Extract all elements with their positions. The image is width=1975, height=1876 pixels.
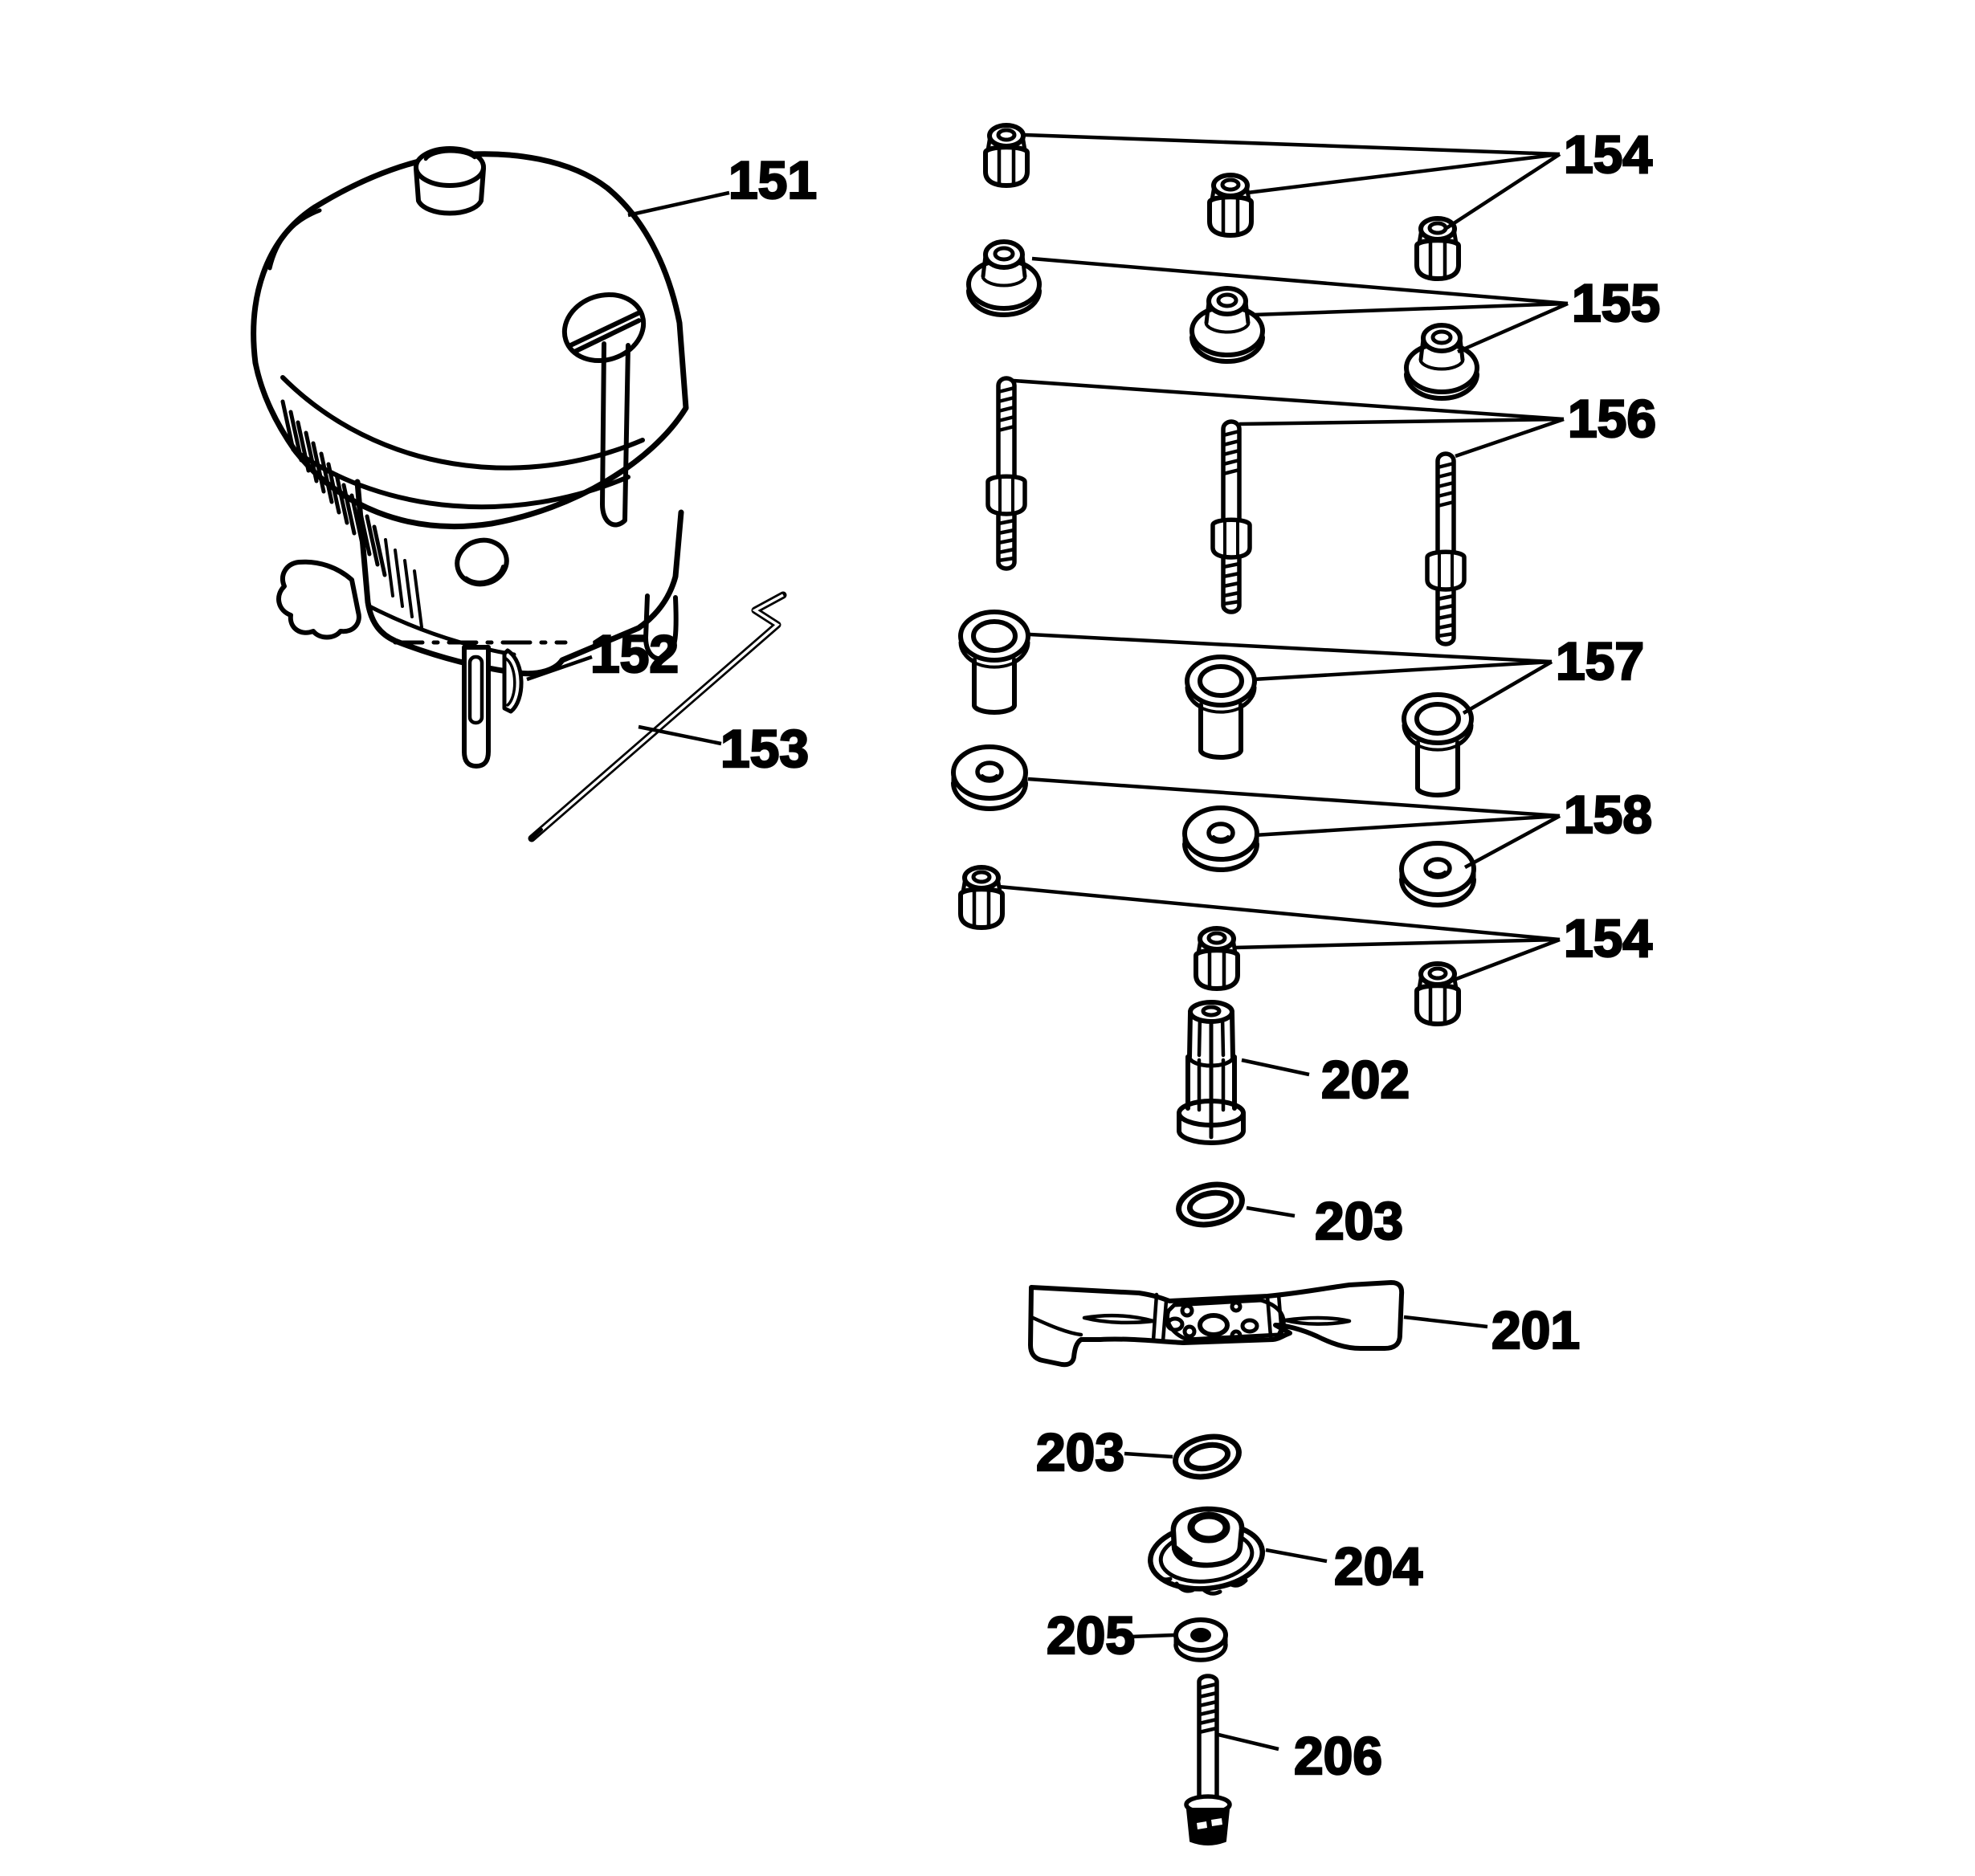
callout-203: 203 xyxy=(1246,1190,1404,1251)
callout-158: 158 xyxy=(1027,777,1653,869)
callout-203: 203 xyxy=(1035,1421,1173,1482)
mower-blade xyxy=(1030,1283,1402,1364)
callout-202: 202 xyxy=(1241,1049,1410,1110)
part-number-label: 151 xyxy=(728,150,817,210)
lock-nut xyxy=(961,867,1002,928)
leader-line xyxy=(1254,814,1561,838)
lock-nut xyxy=(1417,218,1459,279)
leader-line xyxy=(1233,937,1561,950)
stud xyxy=(1213,422,1250,612)
part-number-label: 203 xyxy=(1315,1191,1403,1250)
leader-line xyxy=(998,884,1561,942)
part-number-label: 202 xyxy=(1321,1050,1410,1109)
part-number-label: 203 xyxy=(1036,1422,1124,1482)
leader-line xyxy=(1031,256,1569,306)
callout-153: 153 xyxy=(638,718,810,779)
lock-nut xyxy=(985,125,1027,186)
flanged-sleeve xyxy=(1404,695,1471,795)
flange-spacer xyxy=(1406,325,1477,398)
leader-line xyxy=(1124,1451,1173,1459)
leader-line xyxy=(1457,301,1569,354)
part-number-label: 155 xyxy=(1572,273,1660,332)
part-number-label: 157 xyxy=(1556,631,1644,691)
leader-line xyxy=(1252,659,1553,682)
callouts-layer: 151 152 153 154 155 156 157 158 154 202 203 201 203 2… xyxy=(526,124,1661,1786)
lock-nut xyxy=(1196,928,1238,989)
blade-bolt xyxy=(1186,1676,1230,1844)
part-number-label: 158 xyxy=(1564,785,1652,844)
leader-line xyxy=(638,724,722,746)
leader-line xyxy=(1252,301,1569,317)
stud xyxy=(1427,454,1464,644)
flat-washer xyxy=(1185,808,1257,870)
callout-157: 157 xyxy=(1029,630,1645,715)
part-number-label: 201 xyxy=(1491,1300,1580,1360)
callout-206: 206 xyxy=(1218,1725,1383,1786)
flat-washer xyxy=(953,747,1026,809)
leader-line xyxy=(1218,1732,1279,1752)
flanged-sleeve xyxy=(961,612,1028,712)
lock-nut xyxy=(1210,175,1251,235)
leader-line xyxy=(1013,378,1565,422)
callout-155: 155 xyxy=(1031,256,1661,354)
part-number-label: 152 xyxy=(590,624,679,683)
flanged-sleeve xyxy=(1187,657,1255,757)
callout-154: 154 xyxy=(1024,124,1654,230)
leader-line xyxy=(1130,1633,1175,1639)
part-number-label: 206 xyxy=(1294,1726,1382,1785)
lock-nut xyxy=(1417,964,1459,1024)
part-number-label: 154 xyxy=(1564,124,1652,184)
blade-adapter xyxy=(1179,1002,1243,1143)
callout-156: 156 xyxy=(1013,378,1657,459)
leader-line xyxy=(1265,1548,1328,1564)
callout-154: 154 xyxy=(998,884,1654,985)
leader-line xyxy=(1238,417,1565,426)
stud xyxy=(988,378,1025,569)
crankshaft-and-key xyxy=(395,642,565,766)
parts-layer xyxy=(254,125,1477,1844)
callout-152: 152 xyxy=(526,623,679,684)
o-ring xyxy=(1172,1431,1243,1482)
flange-spacer xyxy=(969,242,1039,315)
leader-line xyxy=(1455,417,1565,459)
leader-line xyxy=(1463,814,1561,869)
flat-washer xyxy=(1402,843,1474,905)
blade-washer xyxy=(1176,1620,1226,1660)
leader-line xyxy=(1024,133,1561,157)
leader-line xyxy=(1246,1205,1296,1218)
callout-201: 201 xyxy=(1403,1299,1581,1360)
callout-204: 204 xyxy=(1265,1535,1424,1597)
part-number-label: 204 xyxy=(1334,1536,1422,1596)
engine-assembly xyxy=(254,149,686,674)
callout-151: 151 xyxy=(627,149,818,218)
leader-line xyxy=(1445,937,1561,985)
part-number-label: 156 xyxy=(1568,389,1656,448)
o-ring xyxy=(1175,1179,1246,1230)
callout-205: 205 xyxy=(1046,1605,1175,1666)
leader-line xyxy=(1027,777,1561,818)
flange-spacer xyxy=(1192,288,1263,361)
part-number-label: 205 xyxy=(1047,1605,1135,1665)
leader-line xyxy=(1029,632,1553,664)
part-number-label: 153 xyxy=(720,719,809,778)
leader-line xyxy=(1403,1315,1488,1329)
blade-hub xyxy=(1147,1509,1266,1594)
leader-line xyxy=(1462,660,1553,715)
part-number-label: 154 xyxy=(1564,908,1652,968)
leader-line xyxy=(1241,1058,1310,1077)
leader-line xyxy=(627,190,730,218)
leader-line xyxy=(1247,152,1561,195)
leader-line xyxy=(1445,153,1561,230)
leader-line xyxy=(526,655,593,682)
